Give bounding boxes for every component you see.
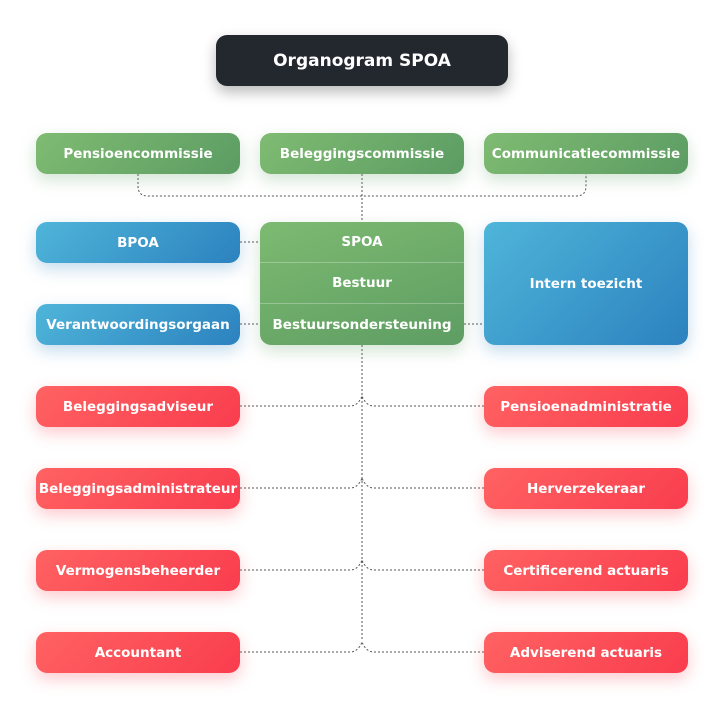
spoa-governance-block: SPOA Bestuur Bestuursondersteuning	[260, 222, 464, 345]
node-herverzekeraar: Herverzekeraar	[484, 468, 688, 509]
node-bestuursondersteuning: Bestuursondersteuning	[272, 316, 452, 333]
node-pensioencommissie: Pensioencommissie	[36, 133, 240, 174]
node-intern-toezicht: Intern toezicht	[484, 222, 688, 345]
diagram-title: Organogram SPOA	[216, 35, 508, 86]
node-bestuur: Bestuur	[260, 263, 464, 304]
node-accountant: Accountant	[36, 632, 240, 673]
node-verantwoordingsorgaan: Verantwoordingsorgaan	[36, 304, 240, 345]
node-adviserend-actuaris: Adviserend actuaris	[484, 632, 688, 673]
node-beleggingscommissie: Beleggingscommissie	[260, 133, 464, 174]
node-communicatiecommissie: Communicatiecommissie	[484, 133, 688, 174]
node-beleggingsadministrateur: Beleggingsadministrateur	[36, 468, 240, 509]
node-vermogensbeheerder: Vermogensbeheerder	[36, 550, 240, 591]
node-beleggingsadviseur: Beleggingsadviseur	[36, 386, 240, 427]
node-bpoa: BPOA	[36, 222, 240, 263]
node-spoa: SPOA	[260, 222, 464, 263]
node-pensioenadministratie: Pensioenadministratie	[484, 386, 688, 427]
node-certificerend-actuaris: Certificerend actuaris	[484, 550, 688, 591]
